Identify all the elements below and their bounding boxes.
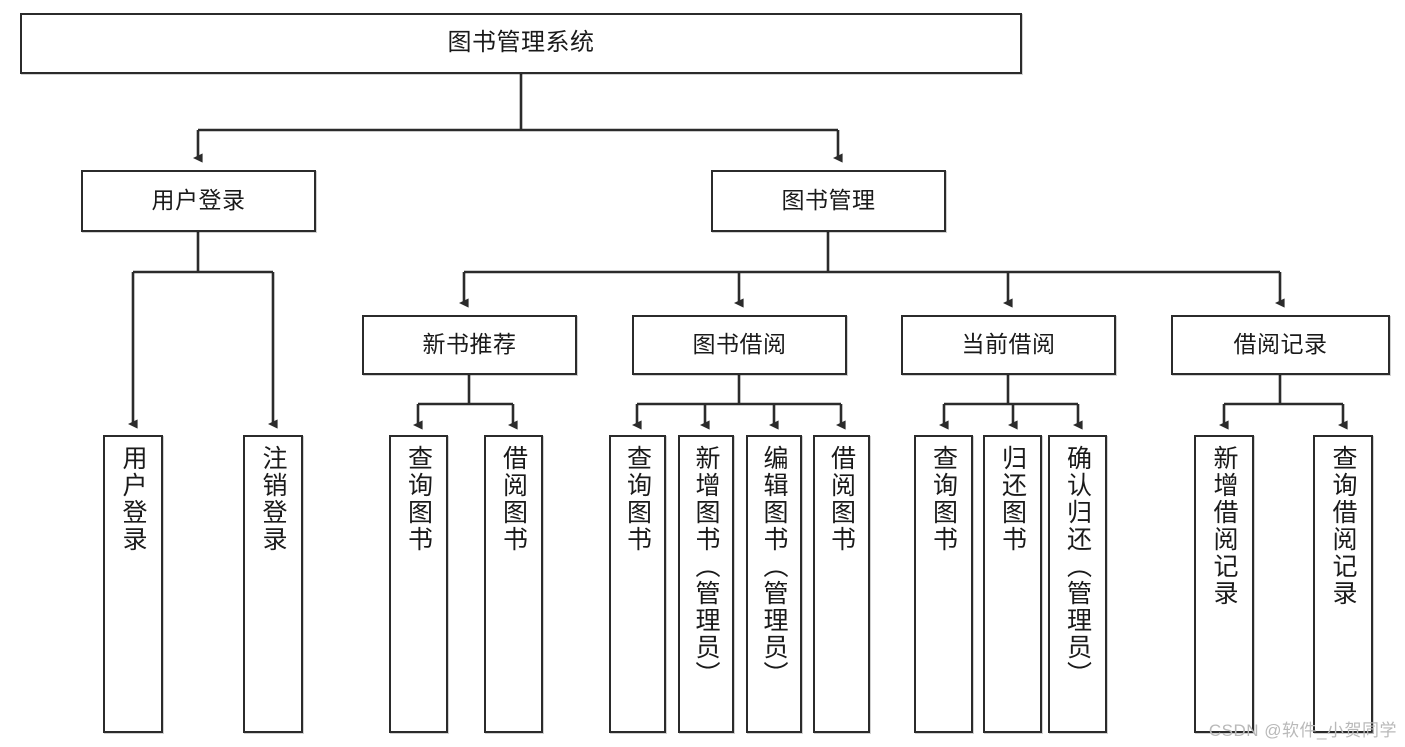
node-label: 图书管理 (781, 187, 876, 214)
leaf-borrow-book-2[interactable]: 借阅图书 (813, 435, 870, 733)
node-book-borrow[interactable]: 图书借阅 (632, 315, 847, 375)
node-label: 新增图书（管理员） (692, 445, 720, 688)
node-label: 借阅图书 (499, 445, 528, 553)
leaf-edit-book[interactable]: 编辑图书（管理员） (746, 435, 802, 733)
node-label: 注销登录 (259, 445, 287, 553)
node-borrow-record[interactable]: 借阅记录 (1171, 315, 1390, 375)
leaf-query-book-1[interactable]: 查询图书 (389, 435, 448, 733)
leaf-borrow-book-1[interactable]: 借阅图书 (484, 435, 543, 733)
node-book-management[interactable]: 图书管理 (711, 170, 946, 232)
leaf-user-login[interactable]: 用户登录 (103, 435, 163, 733)
node-label: 查询图书 (404, 445, 433, 553)
node-new-book-recommend[interactable]: 新书推荐 (362, 315, 577, 375)
leaf-confirm-return[interactable]: 确认归还（管理员） (1048, 435, 1107, 733)
node-label: 查询图书 (623, 445, 652, 553)
leaf-add-book[interactable]: 新增图书（管理员） (678, 435, 734, 733)
leaf-query-record[interactable]: 查询借阅记录 (1313, 435, 1373, 733)
leaf-return-book[interactable]: 归还图书 (983, 435, 1042, 733)
watermark: CSDN @软件_小贺同学 (1208, 721, 1397, 740)
node-root-system[interactable]: 图书管理系统 (20, 13, 1022, 74)
node-label: 编辑图书（管理员） (760, 445, 788, 688)
node-label: 查询图书 (929, 445, 958, 553)
node-label: 确认归还（管理员） (1063, 445, 1092, 688)
node-label: 新书推荐 (422, 331, 517, 358)
node-label: 图书借阅 (692, 331, 787, 358)
leaf-add-record[interactable]: 新增借阅记录 (1194, 435, 1254, 733)
node-label: 图书管理系统 (447, 29, 595, 57)
node-label: 新增借阅记录 (1210, 445, 1238, 607)
leaf-query-book-2[interactable]: 查询图书 (609, 435, 666, 733)
node-user-login[interactable]: 用户登录 (81, 170, 316, 232)
node-label: 用户登录 (119, 445, 147, 553)
node-label: 查询借阅记录 (1329, 445, 1357, 607)
node-label: 归还图书 (998, 445, 1027, 553)
node-label: 用户登录 (151, 187, 246, 214)
node-current-borrow[interactable]: 当前借阅 (901, 315, 1116, 375)
node-label: 当前借阅 (961, 331, 1056, 358)
leaf-query-book-3[interactable]: 查询图书 (914, 435, 973, 733)
node-label: 借阅记录 (1233, 331, 1328, 358)
leaf-logout-login[interactable]: 注销登录 (243, 435, 303, 733)
node-label: 借阅图书 (827, 445, 856, 553)
